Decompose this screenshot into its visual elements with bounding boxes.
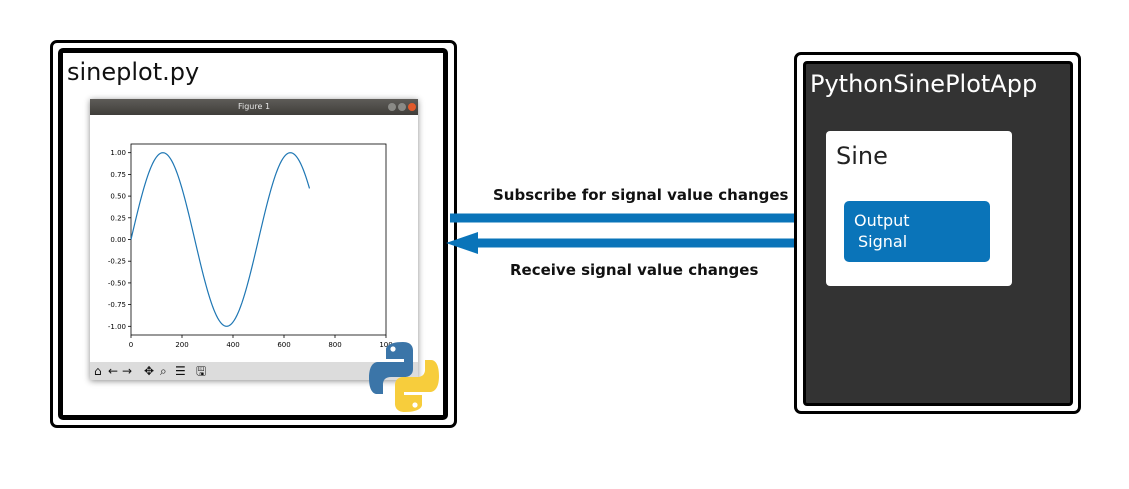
sineplot-title: sineplot.py: [67, 58, 200, 86]
figure-window: Figure 1 1.00 0.75 0.50 0.25 0.00 -0.25 -0.50 -…: [90, 99, 418, 380]
y-tick-label: 0.75: [110, 171, 126, 179]
y-axis: 1.00 0.75 0.50 0.25 0.00 -0.25 -0.50 -0.75 -1.00: [108, 149, 131, 331]
y-tick-label: -0.50: [108, 279, 126, 287]
sineplot-panel-outer-frame: [50, 40, 457, 428]
y-tick-label: -0.25: [108, 258, 126, 266]
y-tick-label: 0.50: [110, 193, 126, 201]
sine-series-line: [130, 152, 311, 327]
figure-titlebar: Figure 1: [90, 99, 418, 115]
figure-title: Figure 1: [237, 102, 271, 111]
y-tick-label: 1.00: [110, 149, 126, 157]
configure-subplots-icon[interactable]: ☰: [175, 364, 186, 378]
python-logo: [369, 342, 439, 412]
output-signal-label: Output Signal: [854, 211, 910, 251]
zoom-icon[interactable]: ⌕: [160, 364, 167, 378]
back-arrow-icon[interactable]: ←: [108, 364, 119, 378]
x-tick-label: 400: [226, 341, 239, 349]
x-axis: 0 200 400 600 800 100: [129, 335, 393, 349]
home-icon[interactable]: ⌂: [94, 364, 102, 378]
sine-block-title: Sine: [836, 142, 888, 170]
pan-icon[interactable]: ✥: [144, 364, 155, 378]
x-tick-label: 600: [277, 341, 290, 349]
x-tick-label: 100: [379, 341, 392, 349]
app-title: PythonSinePlotApp: [810, 70, 1038, 98]
x-tick-label: 0: [129, 341, 133, 349]
forward-arrow-icon[interactable]: →: [122, 364, 133, 378]
x-tick-label: 200: [175, 341, 188, 349]
subscribe-label: Subscribe for signal value changes: [493, 186, 789, 204]
y-tick-label: 0.25: [110, 214, 126, 222]
minimize-button[interactable]: [388, 103, 396, 111]
figure-toolbar: ⌂ ← → ✥ ⌕ ☰ 🖫: [90, 362, 418, 380]
close-button[interactable]: [408, 103, 416, 111]
receive-label: Receive signal value changes: [510, 261, 759, 279]
y-tick-label: -1.00: [108, 323, 126, 331]
y-tick-label: 0.00: [110, 236, 126, 244]
y-tick-label: -0.75: [108, 301, 126, 309]
maximize-button[interactable]: [398, 103, 406, 111]
sine-plot: 1.00 0.75 0.50 0.25 0.00 -0.25 -0.50 -0.75 -1.00…: [108, 143, 393, 349]
save-icon[interactable]: 🖫: [196, 364, 207, 378]
output-signal-port[interactable]: [844, 201, 990, 262]
x-tick-label: 800: [328, 341, 341, 349]
receive-arrowhead: [446, 232, 478, 254]
